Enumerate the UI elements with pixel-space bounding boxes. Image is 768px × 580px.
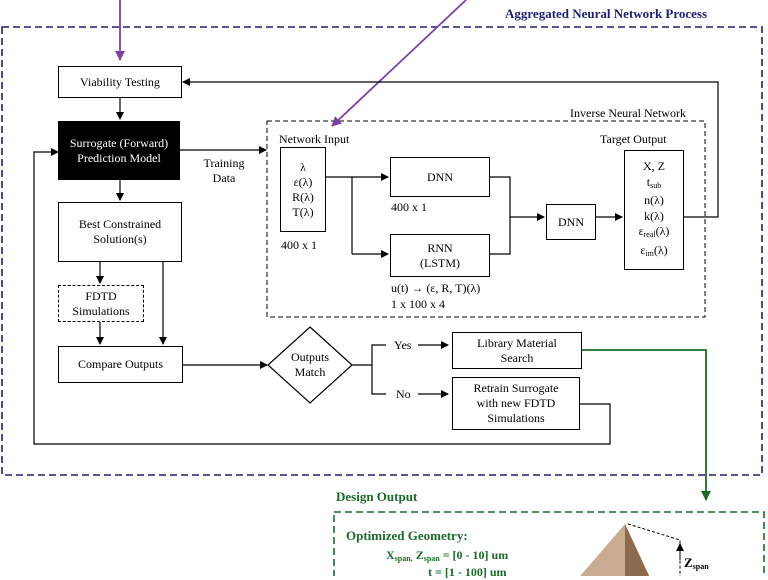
library-search-box: Library Material Search xyxy=(452,332,582,369)
dnn-final-box: DNN xyxy=(546,204,596,240)
eps-real-lambda: (λ) xyxy=(655,224,670,238)
pyramid-z-label: Zspan xyxy=(684,556,709,574)
output-t: t xyxy=(646,174,651,189)
outputs-match-line1: Outputs xyxy=(290,350,329,364)
arrow-dnn-top-merge xyxy=(490,176,511,255)
rnn-label-line1: RNN xyxy=(427,240,453,255)
branch-yes xyxy=(352,344,386,366)
surrogate-model-box: Surrogate (Forward) Prediction Model xyxy=(58,121,180,180)
network-input-label: Network Input xyxy=(279,132,350,146)
geo-z-label: Z xyxy=(415,548,424,562)
geometry-range-line2: t = [1 - 100] um xyxy=(428,565,507,580)
training-label-line2: Data xyxy=(212,171,236,185)
viability-testing-label: Viability Testing xyxy=(80,74,160,89)
fdtd-line2: Simulations xyxy=(72,303,130,318)
purple-arrow-right xyxy=(331,0,467,127)
eps-real-symbol: ε xyxy=(638,224,644,238)
compare-outputs-label: Compare Outputs xyxy=(78,357,163,371)
dnn-top-box: DNN xyxy=(390,157,490,197)
surrogate-label-line2: Prediction Model xyxy=(77,150,161,165)
dnn-final-label: DNN xyxy=(558,214,584,229)
process-frame xyxy=(1,26,763,476)
dnn-top-label: DNN xyxy=(427,169,453,184)
fdtd-simulations-box: FDTD Simulations xyxy=(58,285,144,322)
eps-real-sub: real xyxy=(643,230,656,239)
output-k: k(λ) xyxy=(644,208,664,223)
inverse-network-frame xyxy=(266,120,706,318)
eps-im-lambda: (λ) xyxy=(653,242,668,257)
geo-x-sub: span, xyxy=(394,554,413,563)
geo-x-label: X xyxy=(386,548,395,562)
rnn-formula: u(t) → (ε, R, T)(λ) xyxy=(391,281,481,295)
output-eps-im: εim(λ) xyxy=(640,243,667,262)
retrain-line3: Simulations xyxy=(487,411,545,425)
output-n: n(λ) xyxy=(644,193,664,207)
input-lambda: λ xyxy=(300,159,306,174)
output-xz: X, Z xyxy=(643,159,665,173)
input-reflectance: R(λ) xyxy=(292,189,314,204)
inverse-network-title: Inverse Neural Network xyxy=(570,106,686,120)
pyramid-right-face xyxy=(625,524,650,576)
pyramid-z-sub: span xyxy=(692,562,709,571)
library-line1: Library Material xyxy=(477,335,557,350)
outputs-match-diamond xyxy=(267,326,353,404)
input-epsilon: ε(λ) xyxy=(293,174,313,189)
rnn-box: RNN (LSTM) xyxy=(390,234,490,277)
geometry-range-line1: Xspan, Zspan = [0 - 10] um xyxy=(386,548,508,563)
retrain-surrogate-box: Retrain Surrogate with new FDTD Simulati… xyxy=(452,377,580,430)
dnn-dimension: 400 x 1 xyxy=(391,200,427,214)
no-label: No xyxy=(396,387,411,401)
retrain-line1: Retrain Surrogate xyxy=(473,381,559,395)
training-label-line1: Training xyxy=(203,156,245,170)
best-solutions-line1: Best Constrained xyxy=(78,217,162,231)
geo-range2: = [1 - 100] um xyxy=(435,565,507,579)
design-output-title: Design Output xyxy=(336,489,418,504)
geo-t-label: t xyxy=(428,565,432,579)
eps-im-symbol: ε xyxy=(640,242,646,257)
process-title: Aggregated Neural Network Process xyxy=(505,6,708,21)
training-data-label: Training Data xyxy=(197,156,251,186)
arrow-library-to-design xyxy=(582,349,711,501)
fdtd-line1: FDTD xyxy=(85,288,117,303)
compare-outputs-box: Compare Outputs xyxy=(58,346,183,383)
rnn-label-line2: (LSTM) xyxy=(420,255,460,270)
target-output-label: Target Output xyxy=(600,132,667,146)
eps-im-sub: im xyxy=(645,248,654,258)
network-input-box: λ ε(λ) R(λ) T(λ) xyxy=(280,147,326,232)
pyramid-z-letter: Z xyxy=(684,555,693,570)
yes-label: Yes xyxy=(394,338,412,352)
pyramid-left-face xyxy=(580,524,625,576)
design-output-frame xyxy=(333,511,765,576)
target-output-box: X, Z tsub n(λ) k(λ) εreal(λ) εim(λ) xyxy=(624,150,684,270)
input-dimension: 400 x 1 xyxy=(281,238,317,252)
best-solutions-box: Best Constrained Solution(s) xyxy=(58,202,182,262)
geo-range1: = [0 - 10] um xyxy=(442,548,509,562)
branch-no xyxy=(371,365,386,395)
arrow-retrain-loop xyxy=(33,148,611,445)
rnn-dimension: 1 x 100 x 4 xyxy=(391,297,445,311)
optimized-geometry-title: Optimized Geometry: xyxy=(346,528,468,543)
input-transmittance: T(λ) xyxy=(292,204,314,219)
arrow-feedback-to-viability xyxy=(182,78,719,218)
library-line2: Search xyxy=(500,350,534,365)
viability-testing-box: Viability Testing xyxy=(58,66,182,98)
retrain-line2: with new FDTD xyxy=(476,396,556,410)
best-solutions-line2: Solution(s) xyxy=(93,232,147,246)
surrogate-label-line1: Surrogate (Forward) xyxy=(69,135,169,150)
output-thickness: tsub xyxy=(647,175,661,194)
output-eps-real: εreal(λ) xyxy=(639,224,670,243)
geo-z-sub: span xyxy=(423,554,440,563)
output-t-sub: sub xyxy=(650,180,662,190)
outputs-match-line2: Match xyxy=(294,365,326,379)
outputs-match-text: Outputs Match xyxy=(280,350,340,380)
